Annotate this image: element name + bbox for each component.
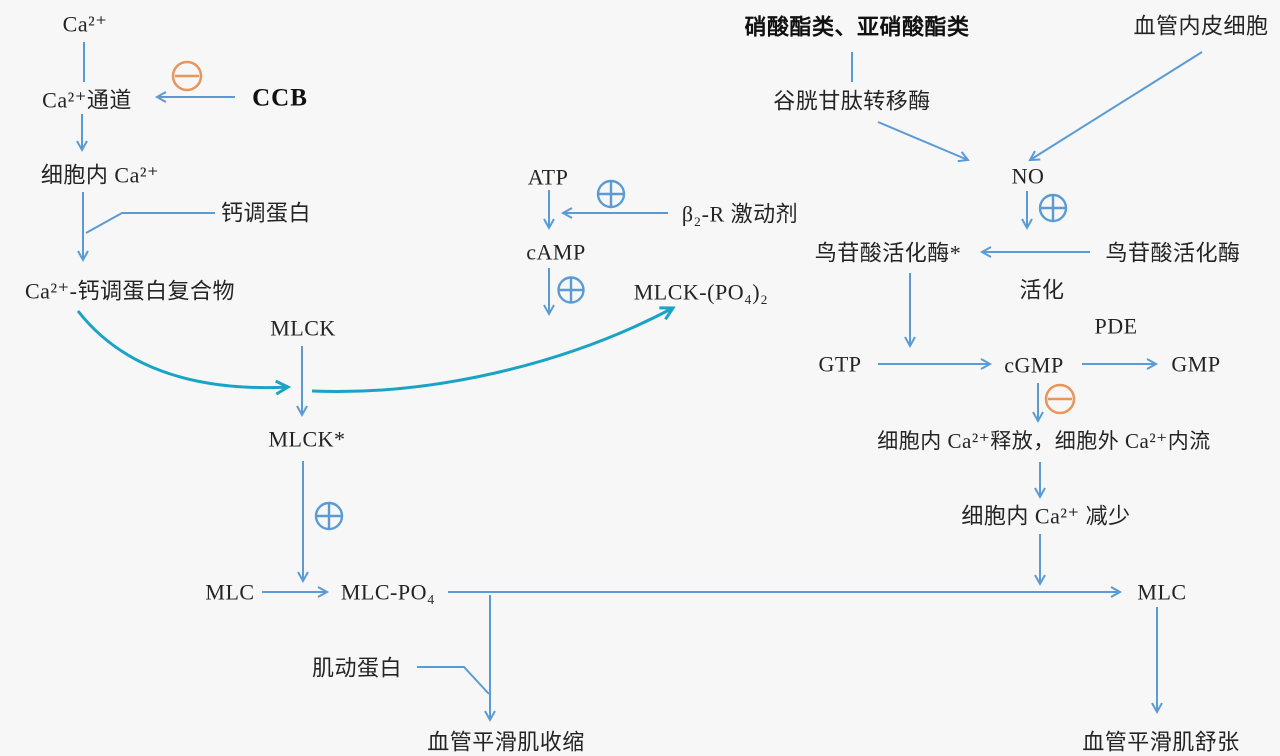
curve-mlck-to-mlck-po4	[311, 306, 676, 393]
node-pde: PDE	[1094, 313, 1138, 339]
node-nitrates: 硝酸酯类、亚硝酸酯类	[744, 14, 970, 40]
node-no: NO	[1011, 163, 1045, 189]
node-gmp: GMP	[1171, 351, 1221, 377]
node-mlck-active: MLCK*	[268, 426, 346, 452]
node-glutathione-transferase: 谷胱甘肽转移酶	[773, 88, 931, 114]
node-gtp: GTP	[818, 351, 862, 377]
arrow-glutathione-to-no	[877, 121, 970, 163]
node-cgmp: cGMP	[1004, 352, 1064, 378]
plus-icon	[314, 501, 344, 531]
plus-icon	[557, 276, 585, 304]
node-mlc-po4: MLC-PO₄	[340, 579, 436, 605]
line-actin-join	[417, 666, 490, 695]
plus-icon	[596, 179, 626, 209]
arrow-endothelium-to-no	[1028, 51, 1203, 162]
node-ca-top: Ca²⁺	[62, 11, 108, 37]
node-intracellular-ca: 细胞内 Ca²⁺	[40, 162, 160, 188]
node-camp: cAMP	[526, 239, 586, 265]
curve-complex-to-mlck	[76, 310, 292, 396]
minus-icon	[171, 60, 203, 92]
node-mlc-right: MLC	[1137, 579, 1187, 605]
node-mlck: MLCK	[270, 315, 336, 341]
node-guanylate-cyclase-active: 鸟苷酸活化酶*	[814, 240, 962, 266]
node-calmodulin: 钙调蛋白	[220, 200, 312, 226]
node-ca-calmodulin-complex: Ca²⁺-钙调蛋白复合物	[25, 278, 235, 304]
node-vascular-contraction: 血管平滑肌收缩	[427, 729, 585, 755]
node-atp: ATP	[527, 164, 569, 190]
node-mlck-po4-2: MLCK-(PO₄)₂	[633, 279, 769, 305]
node-actin: 肌动蛋白	[311, 655, 403, 681]
node-vascular-relaxation: 血管平滑肌舒张	[1082, 729, 1240, 755]
node-mlc-left: MLC	[205, 579, 255, 605]
line-calmodulin-join	[85, 212, 215, 234]
node-ca-channel: Ca²⁺通道	[42, 87, 132, 113]
node-ca-decrease: 细胞内 Ca²⁺ 减少	[961, 503, 1131, 529]
node-ca-release-influx: 细胞内 Ca²⁺释放，细胞外 Ca²⁺内流	[877, 428, 1211, 453]
node-ccb: CCB	[252, 84, 308, 112]
node-beta2-agonist: β₂-R 激动剂	[681, 201, 799, 227]
node-endothelium: 血管内皮细胞	[1133, 13, 1269, 39]
minus-icon	[1044, 383, 1076, 415]
plus-icon	[1038, 193, 1068, 223]
node-activation: 活化	[1019, 277, 1065, 303]
node-guanylate-cyclase: 鸟苷酸活化酶	[1105, 240, 1241, 266]
